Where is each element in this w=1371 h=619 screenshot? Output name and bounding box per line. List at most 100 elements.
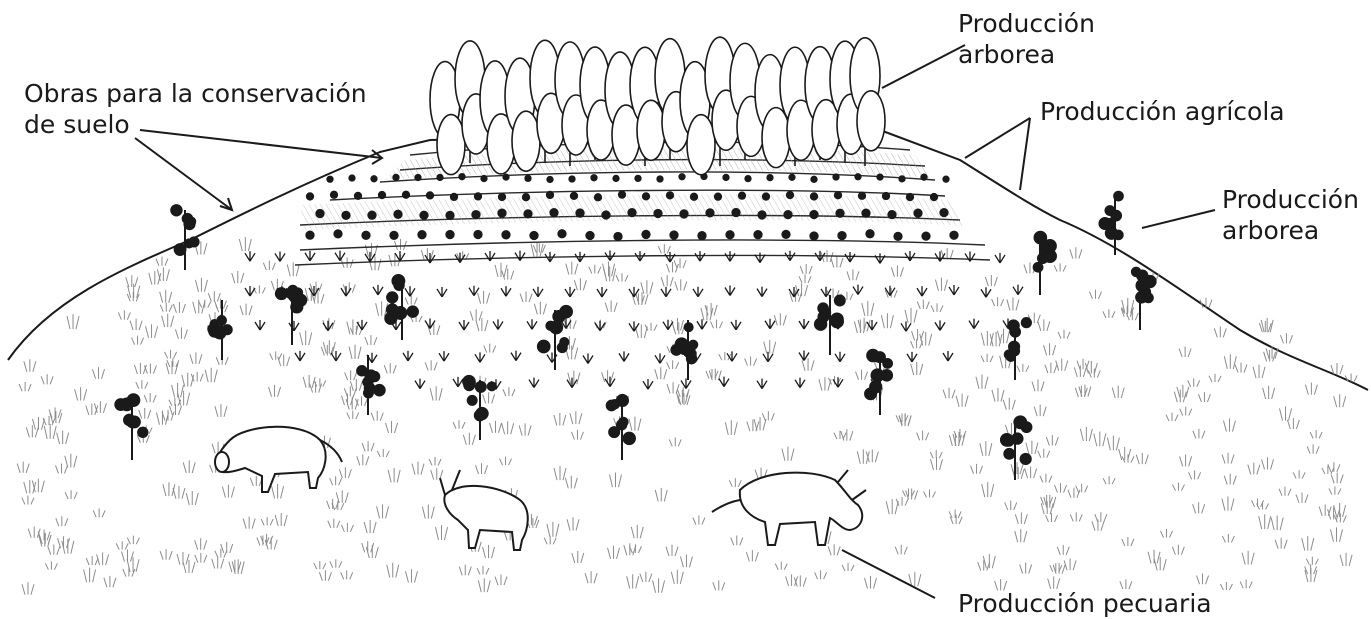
crop-sprout — [755, 253, 765, 263]
grass-tuft — [831, 256, 843, 267]
crop-plant — [940, 209, 948, 217]
grass-tuft — [1279, 487, 1291, 496]
grass-tuft — [881, 313, 893, 328]
crop-plant — [502, 231, 510, 239]
crop-sprout — [665, 252, 675, 262]
grass-tuft — [1224, 354, 1236, 369]
crop-plant — [838, 232, 846, 240]
grass-tuft — [1025, 466, 1037, 478]
grass-tuft — [533, 243, 545, 252]
crop-plant — [613, 175, 619, 181]
crop-plant — [667, 192, 674, 199]
grass-tuft — [1193, 502, 1205, 513]
grass-tuft — [205, 368, 217, 382]
grass-tuft — [165, 350, 177, 358]
grass-tuft — [911, 362, 923, 375]
grass-tuft — [93, 367, 105, 378]
grass-tuft — [215, 549, 227, 558]
crop-sprout — [799, 351, 809, 361]
grass-tuft — [1331, 363, 1343, 374]
grass-tuft — [195, 278, 207, 292]
grass-tuft — [459, 565, 471, 576]
grass-tuft — [339, 467, 351, 478]
crop-sprout — [405, 286, 415, 296]
tree-leaf-cluster — [1014, 416, 1026, 428]
grass-tuft — [655, 488, 667, 502]
grass-tuft — [629, 417, 641, 431]
tree-leaf-cluster — [468, 396, 477, 405]
tree-leaf-cluster — [607, 401, 617, 411]
grass-tuft — [745, 357, 757, 366]
crop-plant — [571, 192, 578, 199]
crop-sprout — [289, 321, 299, 331]
tree-leaf-cluster — [215, 328, 226, 339]
grass-tuft — [149, 271, 161, 284]
crop-sprout — [437, 287, 447, 297]
crop-plant — [499, 193, 506, 200]
grass-tuft — [376, 301, 388, 316]
grass-tuft — [711, 320, 723, 329]
crop-plant — [403, 191, 410, 198]
crop-sprout — [901, 321, 911, 331]
grass-tuft — [26, 425, 38, 437]
crop-plant — [643, 193, 650, 200]
grass-tuft — [65, 490, 77, 499]
grass-tuft — [992, 388, 1004, 401]
grass-tuft — [139, 408, 151, 419]
crop-sprout — [485, 251, 495, 261]
grass-tuft — [1328, 462, 1340, 472]
crop-plant — [481, 176, 487, 182]
grass-tuft — [478, 291, 490, 304]
crop-plant — [472, 211, 480, 219]
crop-plant — [679, 174, 685, 180]
grass-tuft — [22, 582, 34, 594]
crop-sprout — [475, 352, 485, 362]
grass-tuft — [949, 509, 961, 518]
grass-tuft — [585, 571, 597, 583]
crop-sprout — [661, 287, 671, 297]
crop-sprout — [697, 319, 707, 329]
grass-tuft — [93, 508, 105, 517]
grass-tuft — [1089, 290, 1101, 299]
grass-tuft — [463, 433, 475, 445]
grass-tuft — [1264, 350, 1276, 362]
grass-tuft — [377, 504, 389, 518]
grass-tuft — [263, 261, 275, 270]
grass-tuft — [128, 284, 140, 298]
grass-tuft — [1334, 394, 1346, 407]
grass-tuft — [1054, 263, 1066, 271]
grass-tuft — [347, 320, 359, 335]
tree-leaf-cluster — [463, 376, 475, 388]
tree-leaf-cluster — [1105, 206, 1114, 215]
crop-sprout — [275, 251, 285, 261]
crop-plant — [576, 209, 584, 217]
tree-leaf-cluster — [1132, 268, 1140, 276]
tree-leaf-cluster — [488, 382, 496, 390]
grass-tuft — [336, 490, 348, 502]
grass-tuft — [1095, 512, 1107, 522]
grass-tuft — [799, 274, 811, 283]
grass-tuft — [1296, 493, 1308, 503]
grass-tuft — [1180, 407, 1192, 416]
grass-tuft — [430, 386, 442, 400]
grass-tuft — [1235, 363, 1247, 373]
grass-tuft — [786, 574, 798, 586]
crop-plant — [619, 191, 626, 198]
tree-leaf-cluster — [408, 306, 418, 316]
grass-tuft — [310, 282, 322, 292]
grass-tuft — [84, 567, 96, 582]
crop-plant — [789, 174, 795, 180]
grass-tuft — [134, 363, 146, 374]
crop-sprout — [795, 378, 805, 388]
crop-plant — [921, 174, 927, 180]
crop-sprout — [595, 321, 605, 331]
grass-tuft — [856, 370, 868, 380]
grass-tuft — [931, 303, 943, 311]
grass-tuft — [834, 431, 846, 439]
grass-tuft — [631, 525, 643, 538]
crop-plant — [698, 232, 706, 240]
label-arborea-right-line2: arborea — [1222, 215, 1359, 246]
crop-sprout — [785, 251, 795, 261]
grass-tuft — [1197, 574, 1209, 585]
crop-plant — [614, 232, 622, 240]
